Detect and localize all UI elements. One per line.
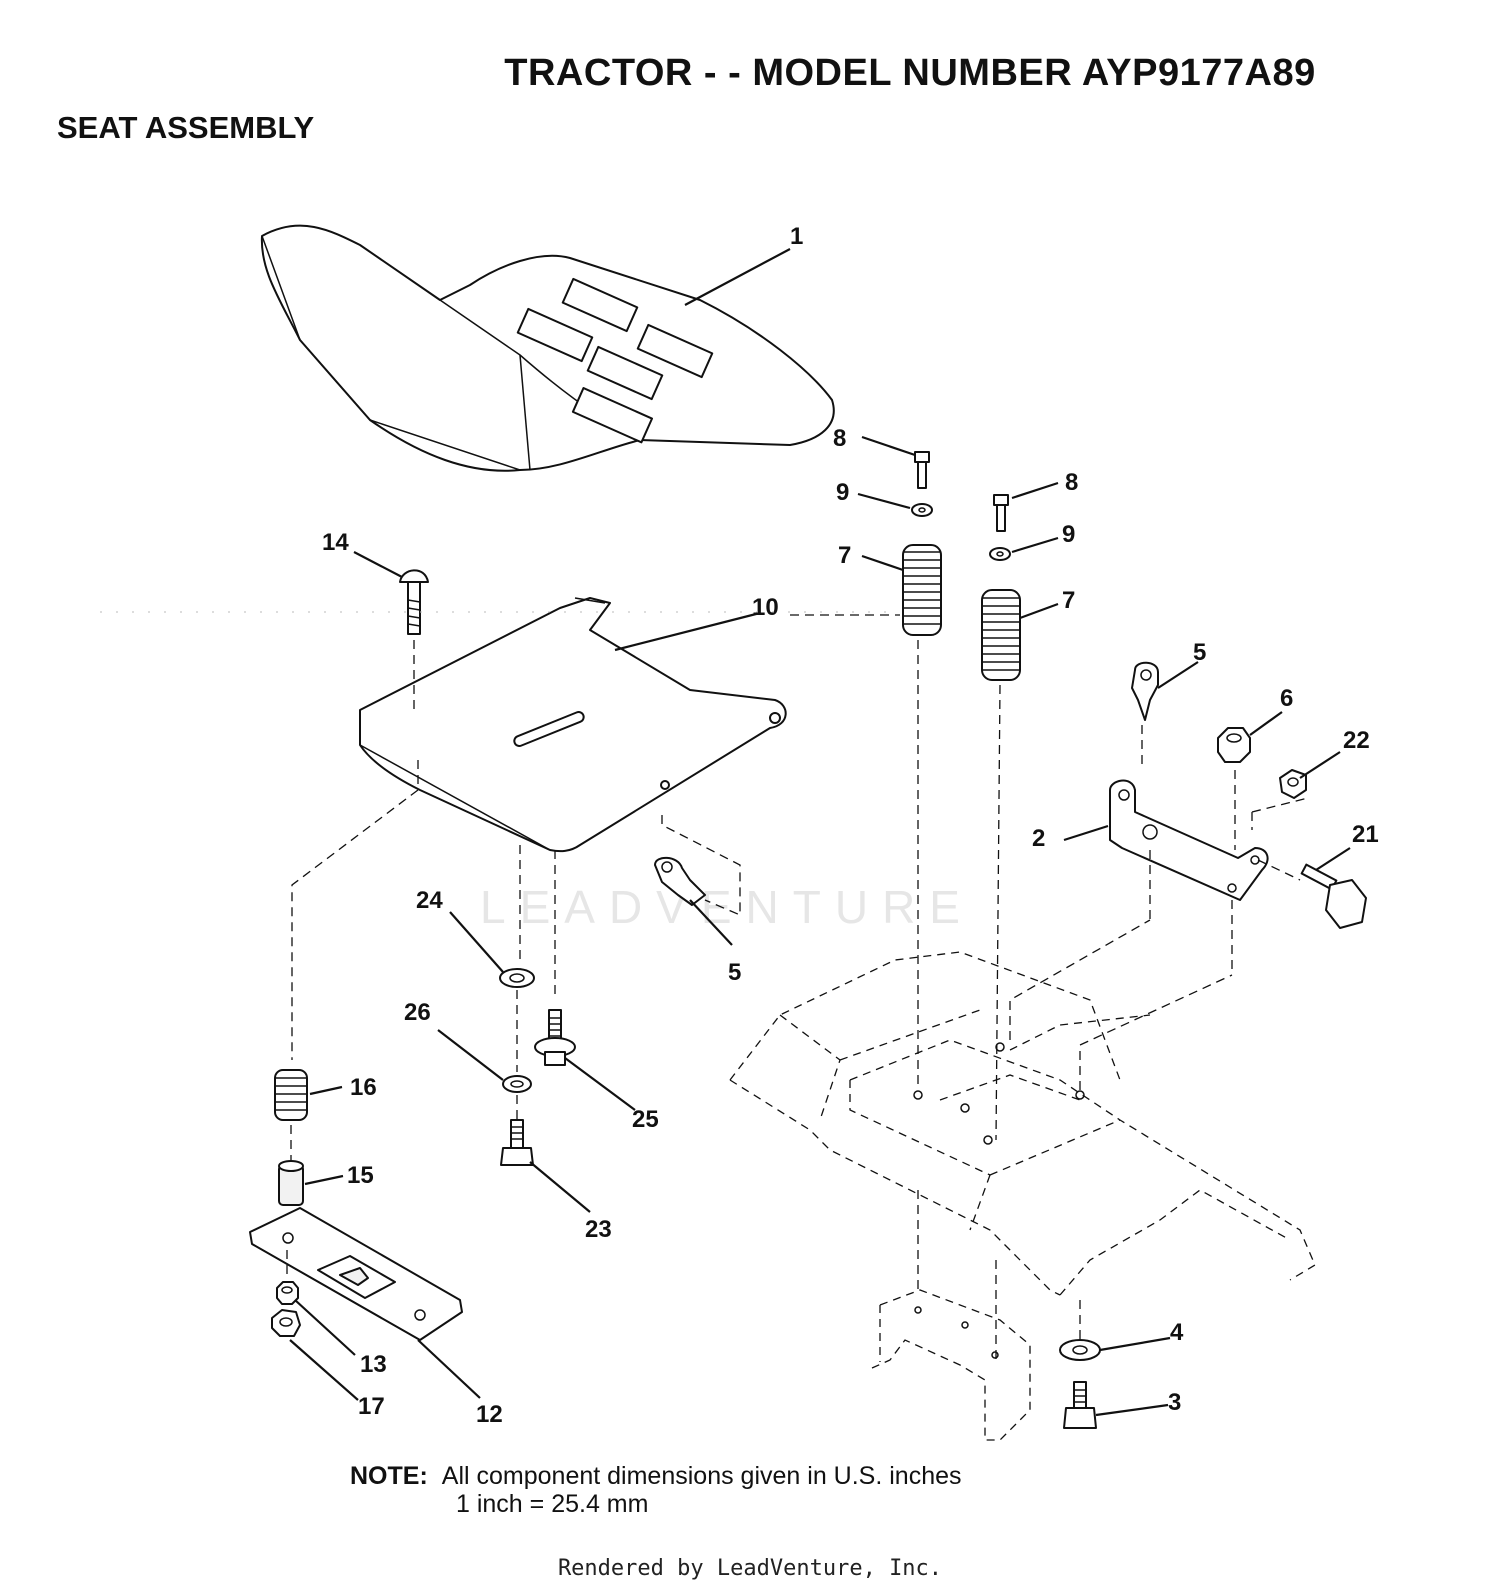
leader-23 xyxy=(529,1161,591,1213)
dashline-7b xyxy=(995,684,1001,1141)
callout-7b[interactable]: 7 xyxy=(1062,587,1075,614)
callout-5b[interactable]: 5 xyxy=(728,959,741,986)
note-line-1: NOTE: All component dimensions given in U… xyxy=(350,1462,962,1490)
bolt-8-left-part[interactable] xyxy=(914,451,930,489)
leader-3 xyxy=(1095,1403,1169,1417)
callout-13[interactable]: 13 xyxy=(360,1351,387,1378)
callout-6[interactable]: 6 xyxy=(1280,685,1293,712)
bolt-23-part[interactable] xyxy=(500,1119,534,1166)
spring-7-left-part[interactable] xyxy=(902,544,942,636)
callout-24[interactable]: 24 xyxy=(416,887,443,914)
leader-5b xyxy=(689,899,733,946)
leader-24 xyxy=(449,911,504,973)
callout-25[interactable]: 25 xyxy=(632,1106,659,1133)
spring-7-right-part[interactable] xyxy=(981,589,1021,681)
bolt-8-right-part[interactable] xyxy=(993,494,1009,532)
callout-5a[interactable]: 5 xyxy=(1193,639,1206,666)
page-title: TRACTOR - - MODEL NUMBER AYP9177A89 xyxy=(504,52,1316,94)
nut-6-part[interactable] xyxy=(1217,727,1251,763)
leader-8a xyxy=(861,435,916,457)
callout-1[interactable]: 1 xyxy=(790,223,803,250)
bolt-21-part[interactable] xyxy=(1300,863,1367,929)
callout-7a[interactable]: 7 xyxy=(838,542,851,569)
leader-26 xyxy=(437,1029,504,1081)
note-text-2: 1 inch = 25.4 mm xyxy=(456,1490,649,1518)
leader-6 xyxy=(1249,711,1283,736)
callout-17[interactable]: 17 xyxy=(358,1393,385,1420)
washer-4-part[interactable] xyxy=(1059,1339,1101,1361)
leader-13 xyxy=(294,1299,356,1356)
washer-24-part[interactable] xyxy=(499,968,535,988)
callout-23[interactable]: 23 xyxy=(585,1216,612,1243)
bracket-2-part[interactable] xyxy=(1109,779,1269,901)
note-block: NOTE: All component dimensions given in U… xyxy=(350,1462,962,1518)
callout-8b[interactable]: 8 xyxy=(1065,469,1078,496)
callout-16[interactable]: 16 xyxy=(350,1074,377,1101)
dashline-5b xyxy=(661,815,741,916)
leader-4 xyxy=(1099,1336,1171,1352)
leader-9b xyxy=(1011,536,1059,554)
clip-5-lower-part[interactable] xyxy=(654,856,706,906)
callout-2[interactable]: 2 xyxy=(1032,825,1045,852)
washer-9-left-part[interactable] xyxy=(911,503,933,517)
leader-7a xyxy=(861,554,904,572)
clip-5-upper-part[interactable] xyxy=(1131,661,1159,721)
seat-pan-part[interactable] xyxy=(359,597,787,853)
leader-8b xyxy=(1011,481,1059,500)
note-text-1: All component dimensions given in U.S. i… xyxy=(441,1462,962,1490)
callout-4[interactable]: 4 xyxy=(1170,1319,1184,1346)
spring-16-part[interactable] xyxy=(274,1069,308,1121)
leader-16 xyxy=(309,1085,343,1096)
callout-21[interactable]: 21 xyxy=(1352,821,1379,848)
footer-credit: Rendered by LeadVenture, Inc. xyxy=(557,1556,943,1581)
callout-12[interactable]: 12 xyxy=(476,1401,503,1428)
callout-8a[interactable]: 8 xyxy=(833,425,846,452)
leader-22 xyxy=(1299,751,1341,779)
washer-9-right-part[interactable] xyxy=(989,547,1011,561)
leader-2 xyxy=(1063,824,1109,842)
dashline-22 xyxy=(1251,797,1309,830)
tractor-frame-outline xyxy=(729,919,1316,1441)
nut-22-part[interactable] xyxy=(1279,769,1307,799)
bolt-25-part[interactable] xyxy=(534,1009,576,1066)
leader-17 xyxy=(289,1339,359,1401)
leader-12 xyxy=(417,1339,481,1399)
leader-14 xyxy=(353,551,403,578)
seat-part[interactable] xyxy=(260,224,835,472)
callout-22[interactable]: 22 xyxy=(1343,727,1370,754)
bolt-3-part[interactable] xyxy=(1063,1381,1097,1429)
carriage-bolt-part[interactable] xyxy=(399,569,429,635)
callout-9a[interactable]: 9 xyxy=(836,479,849,506)
leader-9a xyxy=(857,492,911,510)
callout-9b[interactable]: 9 xyxy=(1062,521,1075,548)
leader-5a xyxy=(1157,661,1199,689)
leader-15 xyxy=(304,1174,344,1186)
leader-21 xyxy=(1315,847,1351,871)
nut-17-part[interactable] xyxy=(271,1309,301,1337)
leader-25 xyxy=(564,1057,636,1111)
section-title: SEAT ASSEMBLY xyxy=(57,110,315,145)
dashline-21 xyxy=(1257,859,1301,881)
lockwasher-26-part[interactable] xyxy=(502,1075,532,1093)
spacer-15-part[interactable] xyxy=(278,1160,304,1206)
callout-26[interactable]: 26 xyxy=(404,999,431,1026)
leader-10 xyxy=(614,611,761,652)
slide-plate-12-part[interactable] xyxy=(249,1207,463,1341)
leader-1 xyxy=(684,248,791,306)
note-label: NOTE: xyxy=(350,1462,428,1490)
callout-3[interactable]: 3 xyxy=(1168,1389,1181,1416)
callout-14[interactable]: 14 xyxy=(322,529,349,556)
callout-15[interactable]: 15 xyxy=(347,1162,374,1189)
leader-7b xyxy=(1019,602,1059,620)
dashline-16 xyxy=(291,760,419,1060)
nut-13-part[interactable] xyxy=(276,1281,299,1305)
callout-10[interactable]: 10 xyxy=(752,594,779,621)
